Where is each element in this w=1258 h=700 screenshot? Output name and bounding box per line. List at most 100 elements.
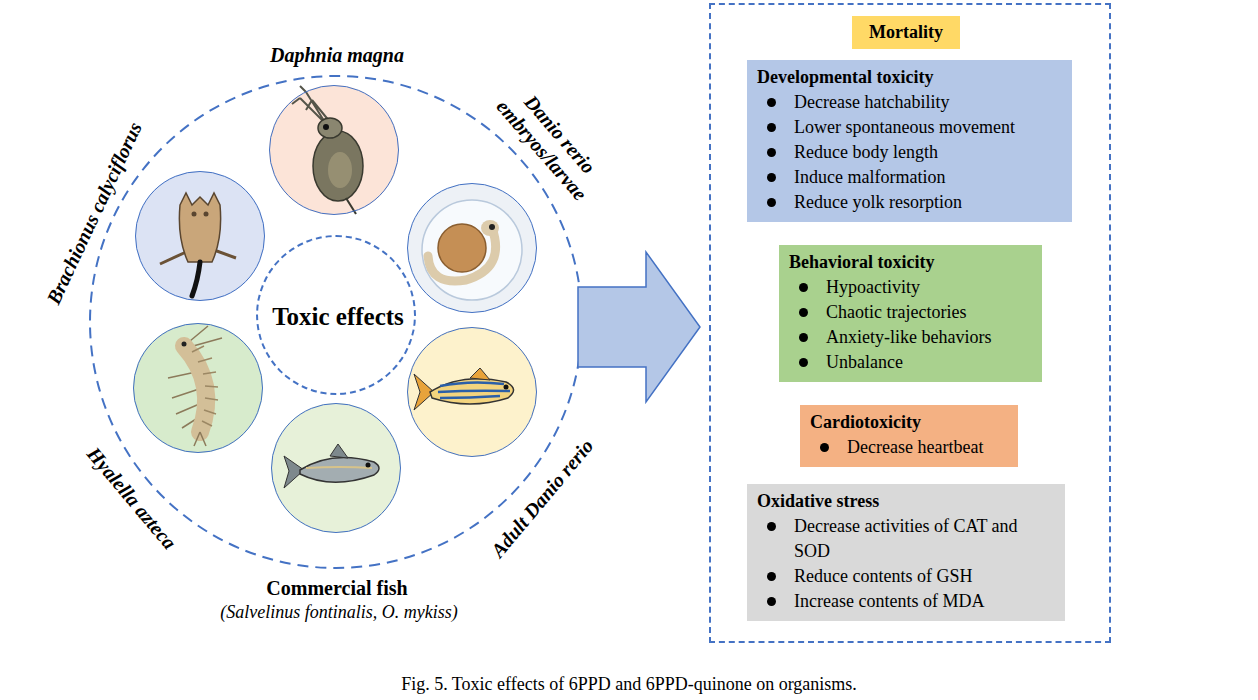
illustration-part — [428, 228, 496, 281]
bullet-text: Reduce body length — [794, 140, 938, 165]
label-holder: Adult Danio rerio — [456, 398, 629, 597]
effect-box: Developmental toxicityDecrease hatchabil… — [747, 60, 1072, 222]
illustration-part — [438, 224, 486, 272]
organism-circle: Commercial fish(Salvelinus fontinalis, O… — [271, 403, 401, 533]
bullet-text: Decrease heartbeat — [847, 435, 983, 460]
bullet-row: Decrease heartbeat — [810, 435, 1008, 460]
illustration-part — [179, 193, 220, 262]
illustration-part — [204, 212, 209, 217]
species-label: Commercial fish — [207, 576, 467, 600]
bullet-row: Lower spontaneous movement — [757, 115, 1062, 140]
outer-ring — [90, 76, 582, 568]
circle-fill — [271, 403, 401, 533]
bullet-dot — [767, 597, 776, 606]
species-label: (Salvelinus fontinalis, O. mykiss) — [159, 601, 519, 623]
species-label: Hyalella azteca — [46, 398, 219, 597]
circle-fill — [269, 85, 399, 215]
illustration-part — [194, 432, 206, 446]
bullet-row: Decrease hatchability — [757, 90, 1062, 115]
illustration-part — [192, 262, 200, 296]
box-heading: Developmental toxicity — [757, 65, 1062, 90]
center-label: Toxic effects — [268, 302, 408, 332]
bullet-dot — [767, 98, 776, 107]
illustration-part — [366, 463, 371, 468]
bullet-text: Reduce contents of GSH — [794, 564, 972, 589]
bullet-dot — [767, 123, 776, 132]
organism-circle: Danio rerio embryos/larvae — [407, 183, 537, 313]
bullet-text: Reduce yolk resorption — [794, 190, 962, 215]
box-heading: Behavioral toxicity — [789, 250, 1032, 275]
bullet-text: Unbalance — [826, 350, 903, 375]
zebrafish-figure — [414, 368, 514, 410]
bullet-row: Decrease activities of CAT and SOD — [757, 514, 1055, 564]
illustration-part — [300, 458, 379, 483]
circle-fill — [133, 323, 263, 453]
illustration-part — [438, 382, 510, 398]
bullet-dot — [767, 173, 776, 182]
bullet-row: Anxiety-like behaviors — [789, 325, 1032, 350]
illustration-part — [330, 444, 348, 458]
illustration-part — [504, 385, 509, 390]
illustration-part — [292, 86, 330, 124]
illustration-part — [318, 118, 342, 138]
bullet-text: Increase contents of MDA — [794, 589, 984, 614]
bullet-row: Reduce contents of GSH — [757, 564, 1055, 589]
bullet-row: Reduce yolk resorption — [757, 190, 1062, 215]
label-holder: Daphnia magna — [207, 43, 467, 67]
bullet-row: Induce malformation — [757, 165, 1062, 190]
figure-caption: Fig. 5. Toxic effects of 6PPD and 6PPD-q… — [0, 672, 1258, 696]
species-label: Daphnia magna — [207, 43, 467, 67]
bullet-dot — [799, 283, 808, 292]
box-heading: Mortality — [858, 20, 954, 45]
circle-fill — [407, 327, 537, 457]
organism-circle: Adult Danio rerio — [407, 327, 537, 457]
bullet-text: Chaotic trajectories — [826, 300, 966, 325]
label-holder: Toxic effects — [268, 302, 408, 332]
trout-figure — [284, 444, 379, 488]
effect-box: Oxidative stressDecrease activities of C… — [747, 484, 1065, 621]
illustration-part — [489, 224, 495, 230]
illustration-part — [481, 220, 499, 236]
illustration-part — [313, 131, 363, 201]
label-holder: Hyalella azteca — [46, 398, 219, 597]
label-holder: Danio rerio embryos/larvae — [480, 66, 621, 218]
bullet-dot — [799, 333, 808, 342]
illustration-part — [430, 379, 514, 404]
species-label: Brachionus calyciflorus — [26, 86, 162, 341]
circle-fill — [135, 171, 265, 301]
rotifer-figure — [160, 193, 236, 296]
bullet-row: Unbalance — [789, 350, 1032, 375]
center-circle: Toxic effects — [256, 235, 416, 395]
illustration-part — [328, 152, 352, 188]
block-arrow — [578, 252, 700, 402]
bullet-dot — [767, 198, 776, 207]
illustration-part — [346, 198, 356, 214]
illustration-part — [182, 342, 187, 347]
bullet-dot — [767, 522, 776, 531]
embryo-figure — [422, 200, 522, 300]
bullet-text: Hypoactivity — [826, 275, 920, 300]
illustration-part — [306, 467, 372, 468]
bullet-dot — [820, 443, 829, 452]
daphnia-figure — [292, 86, 363, 214]
bullet-text: Decrease hatchability — [794, 90, 949, 115]
effect-box: Behavioral toxicityHypoactivityChaotic t… — [779, 245, 1042, 382]
bullet-text: Lower spontaneous movement — [794, 115, 1015, 140]
bullet-dot — [767, 148, 776, 157]
bullet-row: Chaotic trajectories — [789, 300, 1032, 325]
label-holder: Commercial fish — [207, 576, 467, 600]
illustration-part — [192, 212, 197, 217]
bullet-row: Reduce body length — [757, 140, 1062, 165]
bullet-row: Hypoactivity — [789, 275, 1032, 300]
box-heading: Cardiotoxicity — [810, 410, 1008, 435]
illustration-part — [470, 368, 490, 380]
effect-box: Mortality — [852, 16, 960, 49]
effect-box: CardiotoxicityDecrease heartbeat — [800, 405, 1018, 467]
illustration-part — [422, 200, 522, 300]
box-heading: Oxidative stress — [757, 489, 1055, 514]
bullet-dot — [767, 572, 776, 581]
organism-circle: Daphnia magna — [269, 85, 399, 215]
illustration-part — [192, 346, 218, 426]
label-holder: (Salvelinus fontinalis, O. mykiss) — [159, 601, 519, 623]
